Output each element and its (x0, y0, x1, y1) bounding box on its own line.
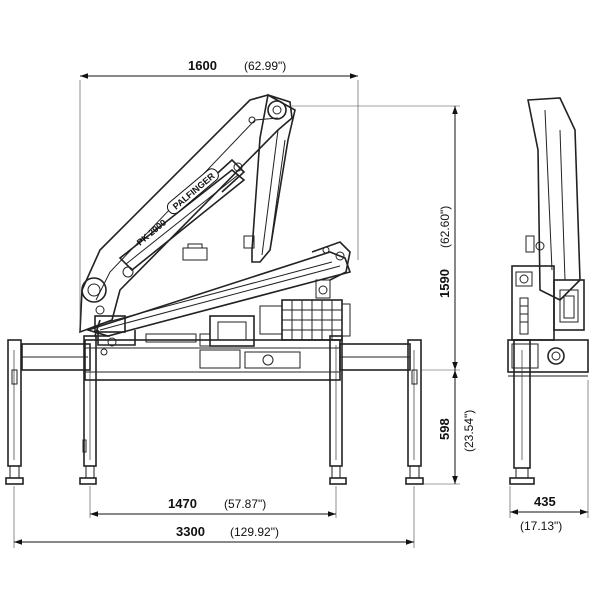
extension-boom (85, 241, 352, 337)
dim-top-width: 1600 (62.99") (79, 58, 359, 332)
inner-leg-left (79, 335, 97, 485)
dim-leg-height-imperial: (23.54") (462, 410, 476, 452)
side-view (507, 97, 589, 485)
dim-inner-span: 1470 (57.87") (89, 486, 337, 518)
control-valve-block (259, 299, 351, 341)
front-view: PK 2900 PALFINGER (5, 93, 424, 485)
dim-height-value: 1590 (437, 269, 452, 298)
dim-height-imperial: (62.60") (438, 206, 452, 248)
hydraulic-tank (182, 243, 208, 261)
outer-leg-left (5, 339, 24, 485)
slewing-mechanism (145, 315, 255, 347)
dim-leg-height-value: 598 (437, 418, 452, 440)
dim-top-width-imperial: (62.99") (244, 59, 286, 73)
dim-outer-span: 3300 (129.92") (13, 486, 415, 548)
side-column (511, 265, 585, 341)
dim-inner-span-value: 1470 (168, 496, 197, 511)
dim-outer-span-value: 3300 (176, 524, 205, 539)
dim-side-width-value: 435 (534, 494, 556, 509)
brand-logo: PALFINGER (166, 168, 219, 215)
dim-inner-span-imperial: (57.87") (224, 497, 266, 511)
second-boom (243, 93, 296, 263)
dim-height: 1590 (62.60") (292, 105, 460, 371)
dim-side-width-imperial: (17.13") (520, 519, 562, 533)
side-base (507, 339, 589, 377)
side-boom (525, 97, 581, 301)
crane-column (94, 315, 136, 356)
lift-cylinder: PK 2900 PALFINGER (118, 158, 246, 272)
outer-leg-right (405, 339, 424, 485)
model-label: PK 2900 (135, 217, 168, 247)
dim-outer-span-imperial: (129.92") (230, 525, 279, 539)
dim-leg-height: 598 (23.54") (422, 370, 476, 485)
dim-top-width-value: 1600 (188, 58, 217, 73)
inner-leg-right (329, 335, 347, 485)
brand-label: PALFINGER (171, 171, 217, 212)
dim-side-width: 435 (17.13") (509, 380, 589, 533)
side-leg (509, 339, 535, 485)
base-frame (84, 339, 341, 390)
